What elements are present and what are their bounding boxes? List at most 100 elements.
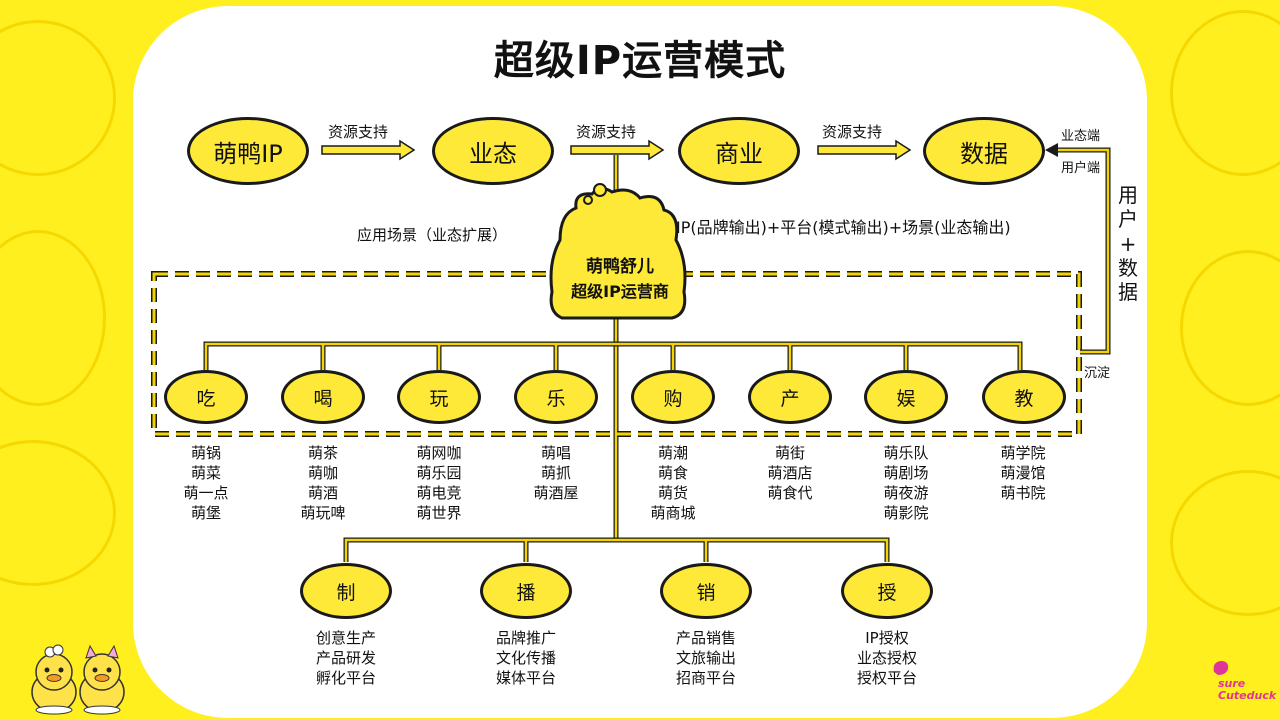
list-item: 品牌推广: [495, 629, 556, 647]
list-item: 萌街: [774, 444, 805, 462]
list-item: 萌剧场: [883, 464, 929, 482]
node-data: 数据: [923, 117, 1045, 185]
list-item: 招商平台: [675, 669, 736, 687]
list-item: 创意生产: [315, 629, 376, 647]
license-items: IP授权 业态授权 授权平台: [832, 628, 942, 688]
category-eat: 吃: [164, 370, 248, 424]
category-items-drink: 萌茶 萌咖 萌酒 萌玩啤: [268, 443, 378, 523]
category-label: 娱: [896, 387, 916, 410]
category-shop: 购: [631, 370, 715, 424]
logo-text-bottom: Cuteduck: [1218, 689, 1277, 702]
list-item: 萌菜: [190, 464, 221, 482]
node-ip: 萌鸭IP: [187, 117, 309, 185]
list-item: 萌唱: [540, 444, 571, 462]
data-side-top: 业态端: [1061, 129, 1101, 144]
list-item: 产品研发: [315, 649, 376, 667]
list-item: 萌堡: [190, 504, 221, 522]
vertical-char: 户: [1118, 207, 1138, 231]
page-title: 超级IP运营模式: [493, 38, 787, 84]
list-item: 产品销售: [675, 629, 736, 647]
list-item: 文旅输出: [675, 649, 736, 667]
vertical-char: 数: [1118, 256, 1138, 280]
scene-label: 应用场景（业态扩展）: [357, 226, 508, 244]
node-sell: 销: [660, 563, 752, 619]
list-item: 萌乐园: [416, 464, 462, 482]
node-broadcast-label: 播: [516, 581, 536, 604]
arrow-label-1: 资源支持: [328, 123, 389, 141]
data-side-bottom: 用户端: [1061, 161, 1101, 176]
node-make-label: 制: [336, 581, 356, 604]
list-item: 萌酒店: [767, 464, 813, 482]
vertical-char: +: [1119, 232, 1137, 256]
logo-text-top: sure: [1218, 677, 1246, 690]
category-items-fun: 萌唱 萌抓 萌酒屋: [501, 443, 611, 503]
list-item: 萌夜游: [883, 484, 929, 502]
node-make: 制: [300, 563, 392, 619]
list-item: 萌乐队: [883, 444, 929, 462]
make-items: 创意生产 产品研发 孵化平台: [291, 628, 401, 688]
list-item: 萌货: [657, 484, 688, 502]
node-broadcast: 播: [480, 563, 572, 619]
list-item: 萌商城: [650, 504, 696, 522]
list-item: 萌电竞: [416, 484, 462, 502]
duck-logo-icon: [1213, 661, 1229, 675]
list-item: 萌酒屋: [533, 484, 579, 502]
list-item: 萌酒: [307, 484, 338, 502]
category-label: 吃: [196, 387, 216, 410]
list-item: 萌影院: [883, 504, 929, 522]
category-items-entertain: 萌乐队 萌剧场 萌夜游 萌影院: [851, 443, 961, 523]
list-item: 萌茶: [307, 444, 338, 462]
list-item: 萌抓: [540, 464, 571, 482]
category-play: 玩: [397, 370, 481, 424]
category-produce: 产: [748, 370, 832, 424]
node-data-label: 数据: [960, 139, 1008, 168]
vertical-char: 据: [1118, 280, 1138, 304]
list-item: 萌潮: [657, 444, 688, 462]
category-items-produce: 萌街 萌酒店 萌食代: [735, 443, 845, 503]
list-item: 萌学院: [1000, 444, 1046, 462]
settle-label: 沉淀: [1084, 366, 1111, 381]
vertical-char: 用: [1118, 183, 1138, 207]
node-sell-label: 销: [696, 581, 716, 604]
list-item: 萌漫馆: [1000, 464, 1046, 482]
category-label: 产: [780, 387, 800, 410]
category-drink: 喝: [281, 370, 365, 424]
category-items-education: 萌学院 萌漫馆 萌书院: [968, 443, 1078, 503]
node-commerce: 商业: [678, 117, 800, 185]
category-fun: 乐: [514, 370, 598, 424]
list-item: 萌食: [657, 464, 688, 482]
list-item: 萌锅: [190, 444, 221, 462]
list-item: 萌咖: [307, 464, 338, 482]
node-business-form-label: 业态: [469, 139, 517, 168]
category-label: 教: [1014, 387, 1034, 410]
list-item: 文化传播: [495, 649, 556, 667]
resource-arrow: [321, 139, 416, 161]
list-item: 媒体平台: [495, 669, 556, 687]
arrow-label-2: 资源支持: [576, 123, 637, 141]
node-license: 授: [841, 563, 933, 619]
category-items-shop: 萌潮 萌食 萌货 萌商城: [618, 443, 728, 523]
brand-logo: sure Cuteduck: [1206, 656, 1276, 706]
arrow-label-3: 资源支持: [822, 123, 883, 141]
hub-title: 萌鸭舒儿: [586, 257, 654, 277]
node-license-label: 授: [877, 581, 897, 604]
category-label: 喝: [313, 387, 333, 410]
hub-subtitle: 超级IP运营商: [571, 282, 669, 301]
list-item: 萌书院: [1000, 484, 1046, 502]
resource-arrow: [570, 139, 665, 161]
category-items-play: 萌网咖 萌乐园 萌电竞 萌世界: [384, 443, 494, 523]
node-business-form: 业态: [432, 117, 554, 185]
category-label: 乐: [546, 387, 566, 410]
list-item: 萌食代: [767, 484, 813, 502]
category-items-eat: 萌锅 萌菜 萌一点 萌堡: [151, 443, 261, 523]
node-ip-label: 萌鸭IP: [213, 139, 283, 168]
list-item: 萌玩啤: [300, 504, 346, 522]
list-item: 业态授权: [856, 649, 917, 667]
hub-cloud-shape: [549, 183, 687, 320]
resource-arrow: [817, 139, 912, 161]
category-label: 购: [663, 387, 683, 410]
broadcast-items: 品牌推广 文化传播 媒体平台: [471, 628, 581, 688]
list-item: 授权平台: [856, 669, 917, 687]
category-entertain: 娱: [864, 370, 948, 424]
node-commerce-label: 商业: [715, 139, 763, 168]
